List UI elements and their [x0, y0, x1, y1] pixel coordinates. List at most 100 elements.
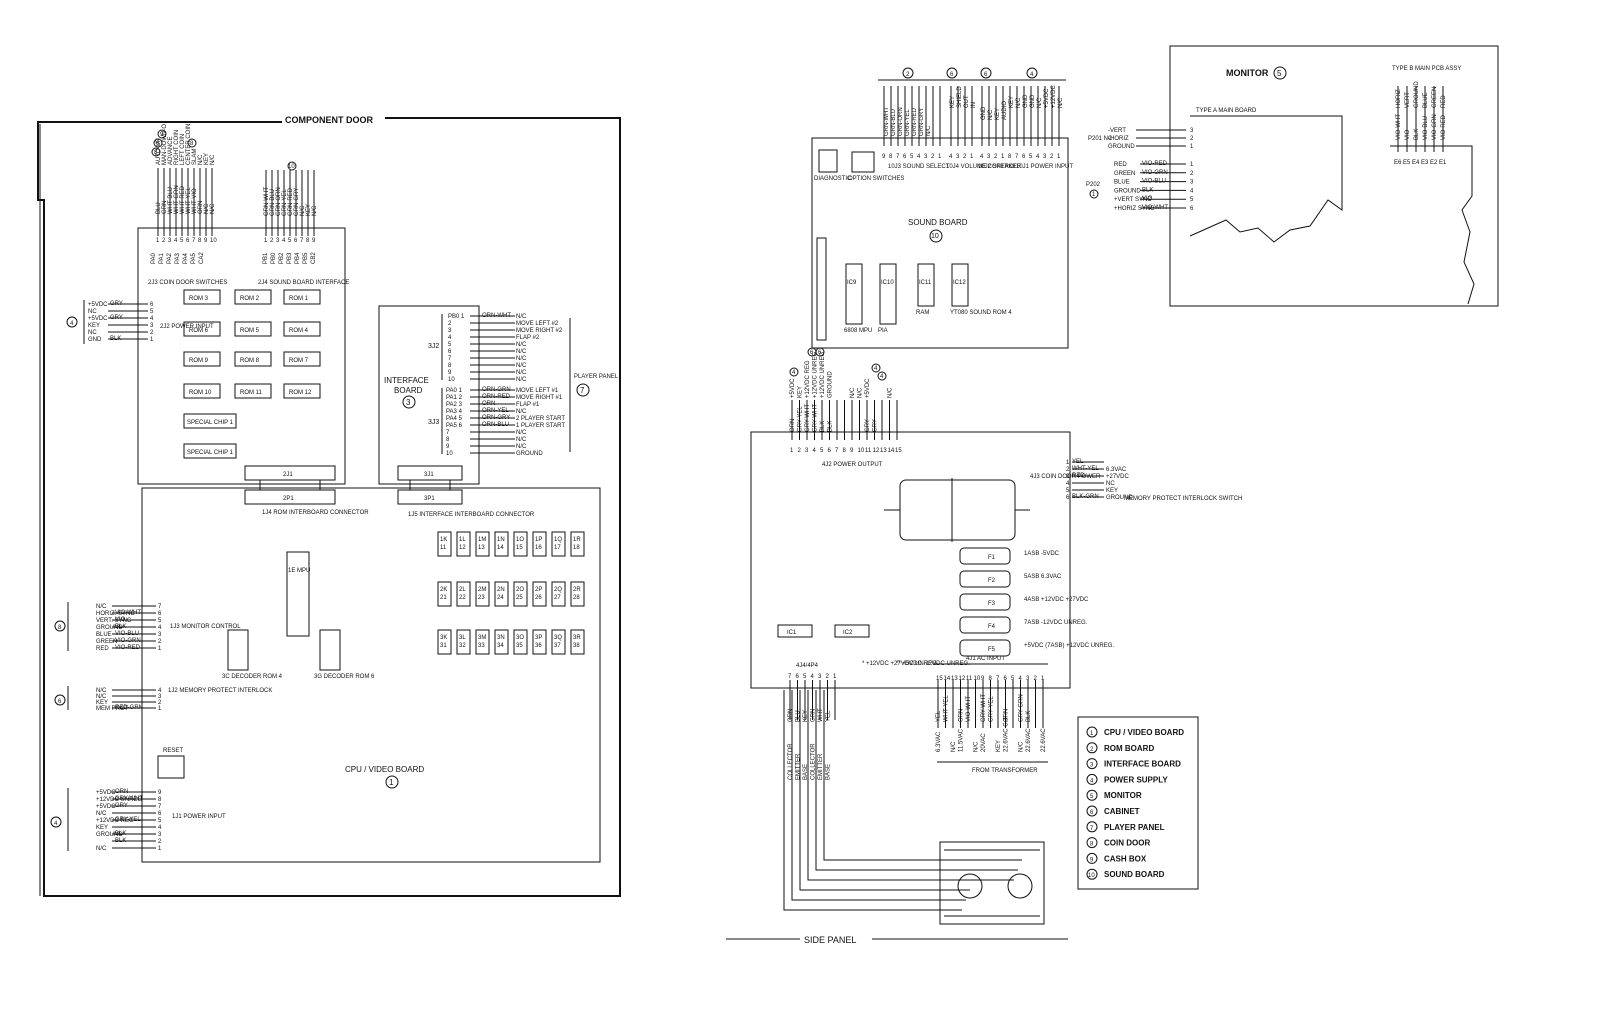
iface-pin: 5	[448, 342, 452, 348]
ps-j1-pin: 15	[936, 676, 943, 682]
fuse	[959, 593, 1011, 611]
ram-chip-num: 25	[516, 595, 523, 601]
iface-signal: N/C	[516, 377, 527, 383]
ram-chip	[532, 531, 547, 557]
ic2	[834, 624, 870, 638]
p202-signal: GREEN	[1114, 171, 1135, 177]
ps-j4-pin: 5	[803, 674, 807, 680]
ps-wire-color: BLK	[820, 421, 826, 432]
rom-2p1	[244, 489, 336, 505]
diagnostic-button[interactable]	[818, 149, 838, 173]
ps-j1-pin: 1	[1041, 676, 1045, 682]
iface-signal: MOVE LEFT #1	[516, 388, 559, 394]
ps-j3-wire-color: WHT-YEL	[1072, 466, 1099, 472]
ps-j3-pin: 5	[1066, 488, 1070, 494]
special-chip	[183, 443, 237, 459]
cpu-signal: GROUND	[96, 832, 123, 838]
sound-j3-label: 10J3 SOUND SELECT	[888, 164, 950, 170]
power-pin: 6	[150, 302, 154, 308]
cpu-signal: RED	[96, 646, 109, 652]
special-chip	[183, 413, 237, 429]
p201-pin: 1	[1190, 144, 1194, 150]
badge	[877, 371, 887, 381]
special-chip-label: SPECIAL CHIP 1	[187, 450, 234, 456]
ps-j4-wire-color: GRN	[811, 709, 817, 722]
rom-chip	[283, 351, 321, 367]
sound-pin: 2	[931, 154, 935, 160]
coin-wire-color: WHT-VIO	[192, 188, 198, 214]
sound-ic-label: IC11	[919, 280, 932, 286]
badge-num: 4	[874, 366, 878, 372]
svg-text:9: 9	[160, 132, 164, 138]
iface-pin: 7	[446, 430, 450, 436]
ram-chip-id: 3K	[440, 635, 447, 641]
ram-chip	[570, 629, 585, 655]
player-panel-label: PLAYER PANEL	[574, 374, 619, 380]
typeb-wire-color: BLK	[1414, 129, 1420, 140]
option-switches[interactable]	[851, 151, 875, 173]
ps-pin: 2	[798, 448, 802, 454]
component-door-title: COMPONENT DOOR	[285, 115, 374, 125]
pb-pin: PB2	[279, 252, 285, 264]
ram-chip-num: 36	[535, 643, 542, 649]
svg-text:4J2 POWER OUTPUT: 4J2 POWER OUTPUT	[822, 462, 883, 468]
rom-chip-label: ROM 10	[189, 390, 212, 396]
iface-pin: 8	[448, 363, 452, 369]
speaker-signal: GND	[981, 106, 987, 120]
ram-chip-num: 38	[573, 643, 580, 649]
interface-title-1: INTERFACE	[384, 376, 429, 385]
p201-signal: -HORIZ	[1108, 136, 1129, 142]
p202-signal: GROUND	[1114, 188, 1141, 194]
ps-j4-signal: EMITTER	[818, 753, 824, 780]
ps-j4-wire-color: BLU	[796, 710, 802, 722]
ps-j1-signal: 6.3VAC	[936, 731, 942, 752]
ps-j4-wire-color: ORN	[788, 709, 794, 722]
vol-signal: SHIELD	[957, 86, 963, 108]
sound-wire-color: GRN-WHT	[884, 107, 890, 136]
sound-ic	[879, 263, 897, 325]
svg-text:6: 6	[156, 141, 160, 147]
typeb-wire-color: VIO-GRN	[1432, 114, 1438, 140]
ps-j1-wire-color: ORN	[959, 709, 965, 722]
sound-pin: 4	[949, 154, 953, 160]
reset-button[interactable]	[157, 755, 185, 779]
rom-j2-label: 2J2 POWER INPUT	[160, 324, 214, 330]
sound-pin: 8	[889, 154, 893, 160]
legend-num: 4	[1090, 778, 1094, 784]
cpu-pin: 1	[158, 646, 162, 652]
ram-chip	[437, 629, 452, 655]
sound-wire-color: GRN-YEL	[905, 109, 911, 136]
ps-j1-pin: 14	[944, 676, 951, 682]
coin-signal: N/C	[210, 154, 216, 165]
power-signal: +12VDC	[1051, 84, 1057, 108]
rom-chip-label: ROM 5	[240, 328, 260, 334]
p201-signal: GROUND	[1108, 144, 1135, 150]
ps-j3-signal: GROUND	[1106, 495, 1133, 501]
ps-signal: GROUND	[828, 371, 834, 398]
ram-chip	[532, 581, 547, 607]
iface-signal: N/C	[516, 370, 527, 376]
iface-signal: N/C	[516, 314, 527, 320]
ram-chip	[475, 581, 490, 607]
ram-chip-num: 11	[440, 545, 447, 551]
badge-num: 4	[792, 370, 796, 376]
ram-chip-id: 3R	[573, 635, 581, 641]
rom-chip-label: ROM 1	[289, 296, 309, 302]
legend-num: 1	[1090, 731, 1094, 737]
ram-chip	[513, 581, 528, 607]
power-pin: 2	[150, 330, 154, 336]
ps-j1-wire-color: VIO-WHT	[966, 696, 972, 722]
power-signal: KEY	[88, 323, 100, 329]
pa-pin: PA2	[167, 252, 173, 264]
vol-signal: KEY	[950, 96, 956, 108]
ps-wire-color: BLK	[828, 421, 834, 432]
sound-wire-color: GRN-BLU	[270, 189, 276, 216]
cpu-video-board: 1J4 ROM INTERBOARD CONNECTOR 1J5 INTERFA…	[50, 487, 601, 863]
iface-pin: 3	[448, 328, 452, 334]
